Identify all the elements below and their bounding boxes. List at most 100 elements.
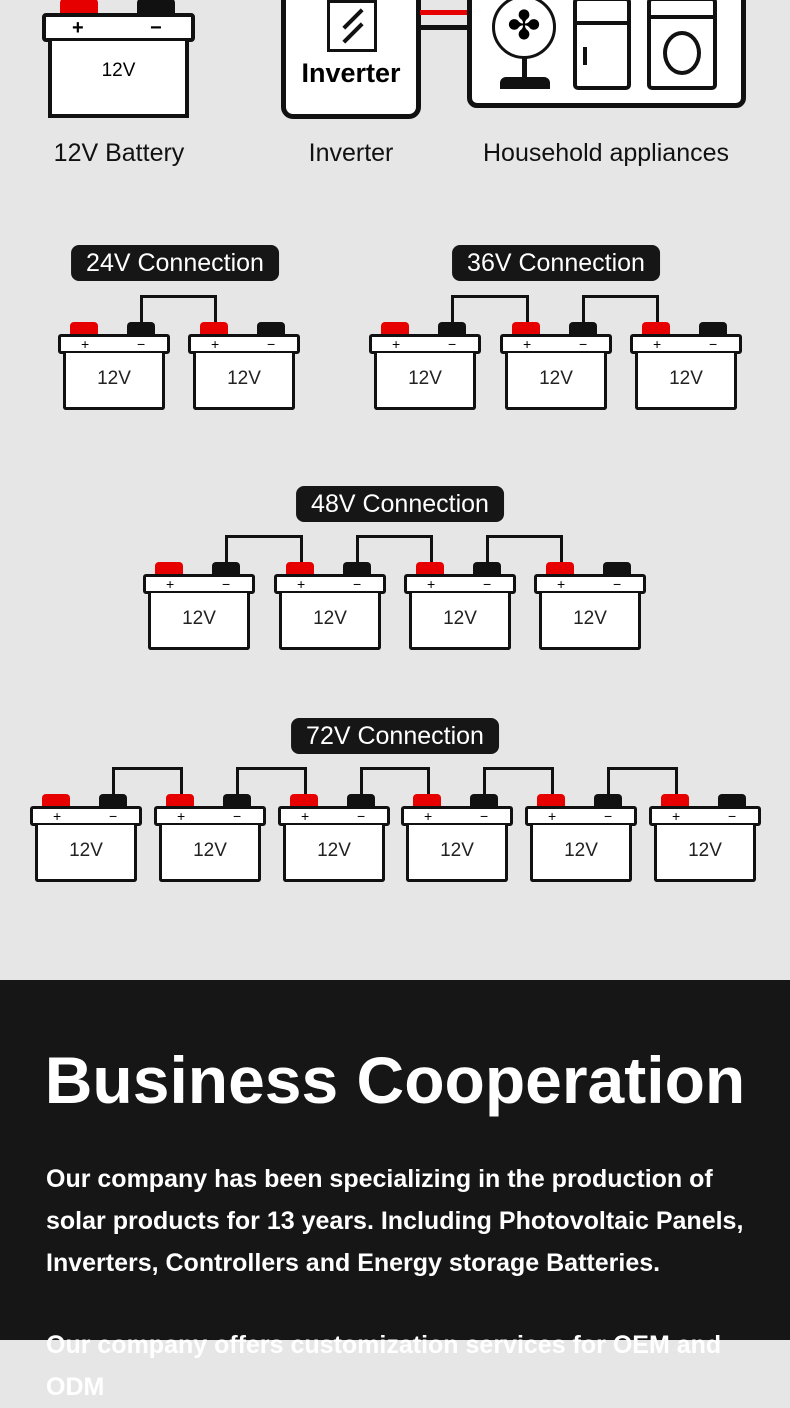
battery-cap: +− bbox=[30, 806, 142, 826]
battery: +−12V bbox=[143, 562, 255, 650]
battery-voltage: 12V bbox=[159, 825, 261, 882]
battery-cap: +− bbox=[525, 806, 637, 826]
battery-cap: +− bbox=[369, 334, 481, 354]
plus-sign: + bbox=[548, 808, 557, 824]
negative-terminal bbox=[127, 322, 155, 335]
minus-sign: − bbox=[357, 808, 366, 824]
battery-voltage: 12V bbox=[283, 825, 385, 882]
battery-cap: +− bbox=[143, 574, 255, 594]
appliances-box: ✤ bbox=[467, 0, 746, 108]
battery-cap: +− bbox=[401, 806, 513, 826]
negative-terminal bbox=[347, 794, 375, 807]
battery-voltage: 12V bbox=[530, 825, 632, 882]
negative-terminal bbox=[569, 322, 597, 335]
minus-sign: − bbox=[150, 17, 162, 39]
business-paragraph-1: Our company has been specializing in the… bbox=[46, 1165, 744, 1277]
negative-terminal bbox=[212, 562, 240, 575]
positive-terminal bbox=[286, 562, 314, 575]
plus-sign: + bbox=[72, 17, 84, 39]
battery-voltage: 12V bbox=[406, 825, 508, 882]
series-wire bbox=[112, 767, 183, 795]
negative-terminal bbox=[438, 322, 466, 335]
plus-sign: + bbox=[177, 808, 186, 824]
connection-title: 72V Connection bbox=[291, 718, 499, 754]
positive-terminal bbox=[155, 562, 183, 575]
negative-terminal bbox=[473, 562, 501, 575]
series-wire bbox=[451, 295, 529, 323]
plus-sign: + bbox=[672, 808, 681, 824]
battery-voltage: 12V bbox=[374, 353, 476, 410]
battery-caption: 12V Battery bbox=[53, 139, 185, 167]
battery: +−12V bbox=[30, 794, 142, 882]
series-wire bbox=[483, 767, 554, 795]
negative-terminal bbox=[699, 322, 727, 335]
negative-terminal bbox=[223, 794, 251, 807]
battery-voltage: 12V bbox=[539, 593, 641, 650]
minus-sign: − bbox=[353, 576, 362, 592]
minus-sign: − bbox=[137, 336, 146, 352]
series-wire bbox=[582, 295, 659, 323]
business-section: Business Cooperation Our company has bee… bbox=[0, 980, 790, 1401]
positive-terminal bbox=[166, 794, 194, 807]
connection-title: 24V Connection bbox=[71, 245, 279, 281]
negative-terminal bbox=[594, 794, 622, 807]
positive-terminal bbox=[546, 562, 574, 575]
minus-sign: − bbox=[483, 576, 492, 592]
battery: + −12V bbox=[274, 562, 386, 650]
positive-terminal bbox=[290, 794, 318, 807]
positive-terminal bbox=[200, 322, 228, 335]
battery-cap: +− bbox=[188, 334, 300, 354]
battery-voltage: 12V bbox=[63, 353, 165, 410]
fridge-icon bbox=[573, 0, 631, 90]
battery: +−12V bbox=[278, 794, 390, 882]
minus-sign: − bbox=[709, 336, 718, 352]
intro-battery: + − 12V bbox=[42, 0, 195, 120]
plus-sign: + bbox=[301, 808, 310, 824]
positive-terminal bbox=[512, 322, 540, 335]
plus-sign: + bbox=[81, 336, 90, 352]
battery: +−12V bbox=[630, 322, 742, 410]
plus-sign: + bbox=[653, 336, 662, 352]
negative-terminal bbox=[718, 794, 746, 807]
battery-cap: +− bbox=[278, 806, 390, 826]
minus-sign: − bbox=[604, 808, 613, 824]
battery: + −12V bbox=[404, 562, 516, 650]
series-wire bbox=[225, 535, 303, 563]
battery: +−12V bbox=[534, 562, 646, 650]
minus-sign: − bbox=[613, 576, 622, 592]
connection-title: 48V Connection bbox=[296, 486, 504, 522]
series-wire bbox=[140, 295, 217, 323]
battery-voltage: 12V bbox=[35, 825, 137, 882]
plus-sign: + bbox=[392, 336, 401, 352]
battery-voltage: 12V bbox=[193, 353, 295, 410]
minus-sign: − bbox=[267, 336, 276, 352]
battery-cap: +− bbox=[500, 334, 612, 354]
series-wire bbox=[360, 767, 430, 795]
battery: +−12V bbox=[401, 794, 513, 882]
washing-machine-icon bbox=[647, 0, 717, 90]
battery-cap: +− bbox=[534, 574, 646, 594]
plus-sign: + bbox=[297, 576, 306, 592]
negative-terminal bbox=[99, 794, 127, 807]
negative-terminal bbox=[137, 0, 175, 14]
appliances-caption: Household appliances bbox=[482, 139, 730, 167]
battery-voltage: 12V bbox=[48, 41, 189, 118]
business-paragraph-2: Our company offers customization service… bbox=[46, 1331, 722, 1401]
battery-voltage: 12V bbox=[409, 593, 511, 650]
red-wire bbox=[420, 10, 468, 15]
battery-voltage: 12V bbox=[279, 593, 381, 650]
minus-sign: − bbox=[109, 808, 118, 824]
fan-icon: ✤ bbox=[492, 0, 556, 59]
positive-terminal bbox=[537, 794, 565, 807]
negative-terminal bbox=[603, 562, 631, 575]
inverter-box: Inverter bbox=[281, 0, 421, 119]
inverter-caption: Inverter bbox=[308, 139, 394, 167]
battery-cap: +− bbox=[649, 806, 761, 826]
plus-sign: + bbox=[53, 808, 62, 824]
battery-cap: +− bbox=[58, 334, 170, 354]
minus-sign: − bbox=[480, 808, 489, 824]
plus-sign: + bbox=[427, 576, 436, 592]
positive-terminal bbox=[661, 794, 689, 807]
series-wire bbox=[486, 535, 563, 563]
series-wire bbox=[356, 535, 433, 563]
